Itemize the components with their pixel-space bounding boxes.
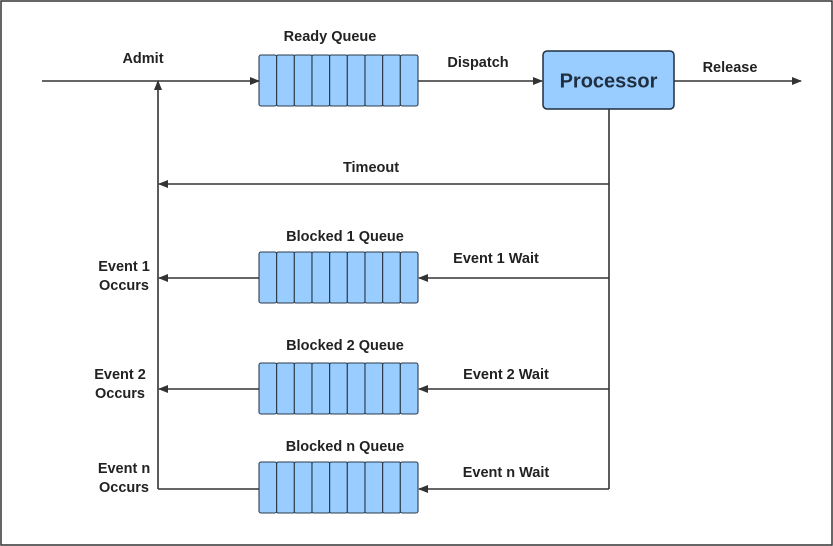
blocked-1-queue xyxy=(258,251,419,304)
queue-cell xyxy=(329,54,348,107)
event1-occurs-label-line1: Event 1 xyxy=(98,259,150,275)
queue-cell xyxy=(276,54,295,107)
eventn-occurs-label-line2: Occurs xyxy=(99,480,149,496)
blocked2-queue-label: Blocked 2 Queue xyxy=(286,338,404,354)
queue-cell xyxy=(311,461,331,514)
ready-queue xyxy=(258,54,419,107)
processor-label: Processor xyxy=(560,71,658,93)
queue-cell xyxy=(276,362,295,415)
blocked-2-queue xyxy=(258,362,419,415)
queue-cell xyxy=(329,251,348,304)
release-label: Release xyxy=(703,60,758,76)
queue-cell xyxy=(399,54,419,107)
queue-cell xyxy=(364,461,384,514)
queue-cell xyxy=(364,54,384,107)
blocked-n-queue xyxy=(258,461,419,514)
queue-cell xyxy=(382,54,401,107)
queue-cell xyxy=(399,461,419,514)
queue-cell xyxy=(293,251,313,304)
blockedn-queue-label: Blocked n Queue xyxy=(286,439,404,455)
eventn-wait-label: Event n Wait xyxy=(463,465,550,481)
eventn-occurs-label-line1: Event n xyxy=(98,461,150,477)
queue-cell xyxy=(258,461,278,514)
queue-cell xyxy=(311,251,331,304)
queue-cell xyxy=(293,362,313,415)
queue-cell xyxy=(346,362,366,415)
queue-cell xyxy=(329,461,348,514)
queue-cell xyxy=(258,251,278,304)
queue-cell xyxy=(399,251,419,304)
queue-cell xyxy=(293,54,313,107)
queue-cell xyxy=(293,461,313,514)
event1-occurs-label-line2: Occurs xyxy=(99,278,149,294)
queue-cell xyxy=(258,362,278,415)
queue-cell xyxy=(382,251,401,304)
queue-cell xyxy=(382,461,401,514)
event2-occurs-label-line2: Occurs xyxy=(95,386,145,402)
queue-cell xyxy=(311,54,331,107)
queue-cell xyxy=(346,251,366,304)
event2-occurs-label-line1: Event 2 xyxy=(94,367,146,383)
queue-cell xyxy=(276,461,295,514)
queue-cell xyxy=(364,362,384,415)
queue-cell xyxy=(329,362,348,415)
queue-cell xyxy=(364,251,384,304)
queue-cell xyxy=(276,251,295,304)
queue-cell xyxy=(311,362,331,415)
dispatch-label: Dispatch xyxy=(447,55,508,71)
blocked1-queue-label: Blocked 1 Queue xyxy=(286,229,404,245)
event2-wait-label: Event 2 Wait xyxy=(463,367,549,383)
queue-cell xyxy=(258,54,278,107)
admit-label: Admit xyxy=(122,51,163,67)
queue-cell xyxy=(399,362,419,415)
event1-wait-label: Event 1 Wait xyxy=(453,251,539,267)
timeout-label: Timeout xyxy=(343,160,399,176)
queue-cell xyxy=(346,54,366,107)
queue-cell xyxy=(346,461,366,514)
ready-queue-label: Ready Queue xyxy=(284,29,377,45)
queue-cell xyxy=(382,362,401,415)
